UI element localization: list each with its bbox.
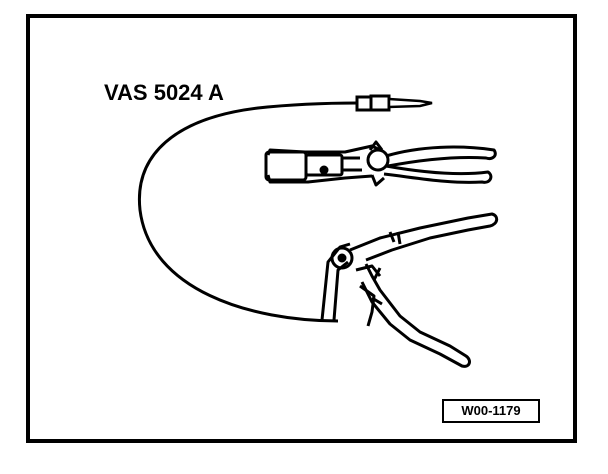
hose-clip-pliers-icon — [264, 140, 497, 187]
cable-operated-hose-clip-pliers-icon — [320, 212, 499, 368]
figure-code: W00-1179 — [442, 399, 540, 423]
tool-label: VAS 5024 A — [104, 80, 224, 105]
figure-frame — [26, 14, 577, 443]
bowden-cable — [137, 101, 359, 323]
cable-end-fitting-icon — [355, 94, 433, 112]
